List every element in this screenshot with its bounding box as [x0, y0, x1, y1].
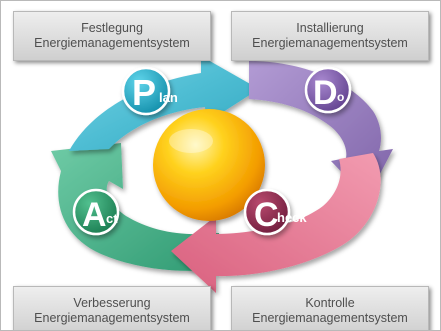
- plan-initial: P: [132, 72, 156, 113]
- act-phase-box: Verbesserung Energiemanagementsystem: [13, 286, 211, 330]
- check-suffix: heck: [277, 210, 307, 225]
- check-initial: C: [254, 196, 279, 234]
- do-badge: D o: [304, 66, 352, 114]
- check-badge: C heck: [243, 188, 307, 236]
- act-initial: A: [82, 196, 107, 234]
- plan-phase-box: Festlegung Energiemanagementsystem: [13, 11, 211, 61]
- act-suffix: ct: [106, 211, 118, 226]
- check-arrow: [171, 153, 381, 293]
- act-phase-title: Verbesserung: [73, 296, 151, 310]
- do-suffix: o: [337, 90, 344, 104]
- plan-badge: P lan: [121, 66, 178, 116]
- do-phase-title: Installierung: [296, 21, 364, 35]
- check-phase-title: Kontrolle: [305, 296, 355, 310]
- plan-suffix: lan: [159, 90, 178, 105]
- plan-phase-subtitle: Energiemanagementsystem: [34, 36, 190, 50]
- act-arrow: [51, 143, 221, 271]
- plan-phase-title: Festlegung: [81, 21, 143, 35]
- act-badge: A ct: [72, 188, 120, 236]
- do-initial: D: [313, 74, 338, 112]
- check-phase-box: Kontrolle Energiemanagementsystem: [231, 286, 429, 330]
- do-phase-subtitle: Energiemanagementsystem: [252, 36, 408, 50]
- act-phase-subtitle: Energiemanagementsystem: [34, 311, 190, 325]
- energy-sphere: [153, 109, 265, 221]
- check-phase-subtitle: Energiemanagementsystem: [252, 311, 408, 325]
- do-phase-box: Installierung Energiemanagementsystem: [231, 11, 429, 61]
